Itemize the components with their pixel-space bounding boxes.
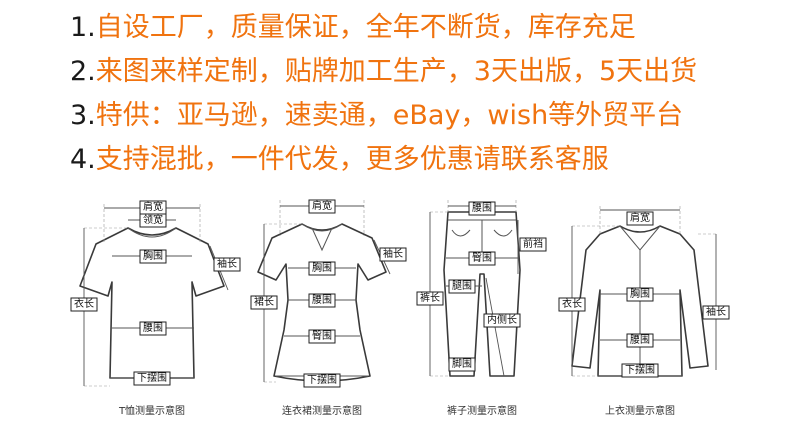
dress-label-chest: 胸围 <box>308 261 336 276</box>
shirt-label-hem: 下摆围 <box>621 363 659 378</box>
dress-label-hem: 下摆围 <box>303 373 341 388</box>
tshirt-label-waist: 腰围 <box>139 321 167 336</box>
tshirt-collar <box>127 227 177 238</box>
svg-text:腰围: 腰围 <box>630 334 650 346</box>
pants-label-inseam: 内侧长 <box>483 313 521 328</box>
dress-label-waist: 腰围 <box>308 293 336 308</box>
tshirt-label-collar: 领宽 <box>139 213 167 228</box>
pants-label-hip: 臀围 <box>468 251 496 266</box>
dress-collar <box>301 223 343 252</box>
svg-text:肩宽: 肩宽 <box>312 199 332 212</box>
tshirt-label-shoulder: 肩宽 <box>139 200 167 215</box>
svg-text:脚围: 脚围 <box>452 357 472 370</box>
svg-text:裙长: 裙长 <box>254 295 274 308</box>
svg-text:袖长: 袖长 <box>383 247 403 260</box>
svg-text:内侧长: 内侧长 <box>487 313 517 326</box>
tshirt-label-sleeve: 袖长 <box>213 257 241 272</box>
svg-text:腰围: 腰围 <box>312 294 332 306</box>
pants-label-rise: 前裆 <box>519 237 547 252</box>
svg-text:肩宽: 肩宽 <box>143 200 163 213</box>
svg-text:胸围: 胸围 <box>312 261 332 274</box>
feature-text: 特供：亚马逊，速卖通，eBay，wish等外贸平台 <box>95 100 684 131</box>
feature-line-4: 4.支持混批，一件代发，更多优惠请联系客服 <box>70 138 790 182</box>
feature-number: 1. <box>70 12 96 43</box>
shirt-diagram: 肩宽 衣长 袖长 胸围 腰围 下摆围 上衣测量示意图 <box>558 206 730 417</box>
svg-text:衣长: 衣长 <box>562 297 582 310</box>
feature-text: 自设工厂，质量保证，全年不断货，库存充足 <box>95 12 636 43</box>
svg-text:领宽: 领宽 <box>143 213 163 226</box>
tshirt-label-length: 衣长 <box>70 297 98 312</box>
pants-label-waist: 腰围 <box>468 201 496 216</box>
svg-text:衣长: 衣长 <box>74 297 94 310</box>
feature-number: 4. <box>70 144 96 175</box>
pants-label-length: 裤长 <box>416 291 444 306</box>
dress-label-shoulder: 肩宽 <box>308 199 336 214</box>
feature-number: 2. <box>70 56 96 87</box>
svg-text:腰围: 腰围 <box>143 322 163 334</box>
svg-text:胸围: 胸围 <box>143 249 163 262</box>
tshirt-caption: T恤测量示意图 <box>118 404 185 417</box>
dress-label-sleeve: 袖长 <box>379 247 407 262</box>
svg-text:袖长: 袖长 <box>706 305 726 318</box>
shirt-details <box>619 225 661 376</box>
feature-number: 3. <box>70 100 96 131</box>
dress-caption: 连衣裙测量示意图 <box>282 404 362 417</box>
svg-text:肩宽: 肩宽 <box>630 211 650 224</box>
tshirt-label-hem: 下摆围 <box>133 371 171 386</box>
shirt-label-chest: 胸围 <box>626 287 654 302</box>
tshirt-label-chest: 胸围 <box>139 249 167 264</box>
dress-label-hip: 臀围 <box>308 329 336 344</box>
svg-text:裤长: 裤长 <box>420 291 440 304</box>
svg-text:臀围: 臀围 <box>312 330 332 342</box>
svg-text:袖长: 袖长 <box>217 257 237 270</box>
feature-text: 支持混批，一件代发，更多优惠请联系客服 <box>95 144 609 175</box>
shirt-label-shoulder: 肩宽 <box>626 211 654 226</box>
shirt-label-waist: 腰围 <box>626 333 654 348</box>
svg-text:下摆围: 下摆围 <box>625 363 655 376</box>
dress-label-length: 裙长 <box>250 295 278 310</box>
feature-text: 来图来样定制，贴牌加工生产，3天出版，5天出货 <box>95 56 698 87</box>
pants-details <box>448 219 516 252</box>
pants-label-thigh: 腿围 <box>448 279 476 294</box>
feature-line-3: 3.特供：亚马逊，速卖通，eBay，wish等外贸平台 <box>70 94 790 138</box>
pants-diagram: 腰围 前裆 臀围 裤长 腿围 内侧长 脚围 裤子测量示意图 <box>416 200 547 417</box>
feature-line-1: 1.自设工厂，质量保证，全年不断货，库存充足 <box>70 6 790 50</box>
shirt-label-sleeve: 袖长 <box>702 305 730 320</box>
pants-label-leg-opening: 脚围 <box>448 357 476 372</box>
tshirt-outline <box>79 227 225 379</box>
svg-text:下摆围: 下摆围 <box>137 371 167 384</box>
shirt-caption: 上衣测量示意图 <box>605 404 675 417</box>
svg-text:腿围: 腿围 <box>452 280 472 292</box>
pants-caption: 裤子测量示意图 <box>447 404 517 417</box>
svg-text:下摆围: 下摆围 <box>307 373 337 386</box>
feature-line-2: 2.来图来样定制，贴牌加工生产，3天出版，5天出货 <box>70 50 790 94</box>
shirt-label-length: 衣长 <box>558 297 586 312</box>
feature-list: 1.自设工厂，质量保证，全年不断货，库存充足 2.来图来样定制，贴牌加工生产，3… <box>70 6 790 182</box>
svg-text:臀围: 臀围 <box>472 252 492 264</box>
measurement-diagrams: 肩宽 领宽 袖长 胸围 衣长 腰围 下摆围 T恤测量示意图 肩宽 袖长 胸围 裙… <box>70 199 730 417</box>
svg-text:胸围: 胸围 <box>630 287 650 300</box>
dress-diagram: 肩宽 袖长 胸围 裙长 腰围 臀围 下摆围 连衣裙测量示意图 <box>250 199 407 417</box>
pants-outline <box>443 211 521 377</box>
tshirt-diagram: 肩宽 领宽 袖长 胸围 衣长 腰围 下摆围 T恤测量示意图 <box>70 200 241 417</box>
svg-text:腰围: 腰围 <box>472 202 492 214</box>
svg-text:前裆: 前裆 <box>523 237 543 250</box>
